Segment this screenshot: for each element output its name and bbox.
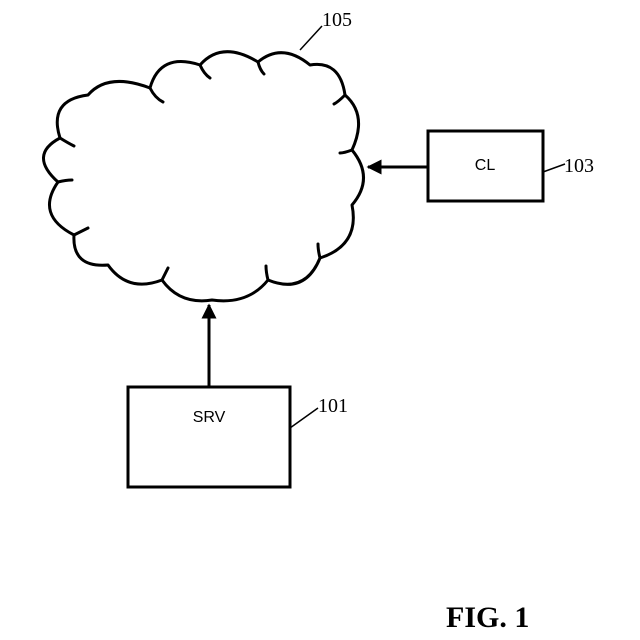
network-leader-line <box>300 26 322 50</box>
server-label: SRV <box>193 409 226 426</box>
cloud-outline <box>43 52 363 301</box>
figure-label: FIG. 1 <box>446 601 529 634</box>
client-ref-number: 103 <box>564 155 594 177</box>
server-leader-line <box>290 408 318 428</box>
network-ref-number: 105 <box>322 9 352 31</box>
client-leader-line <box>543 164 565 172</box>
client-node: CL <box>428 131 543 201</box>
network-cloud <box>43 52 363 301</box>
server-node: SRV <box>128 387 290 487</box>
client-label: CL <box>475 157 496 174</box>
server-box <box>128 387 290 487</box>
server-ref-number: 101 <box>318 395 348 417</box>
